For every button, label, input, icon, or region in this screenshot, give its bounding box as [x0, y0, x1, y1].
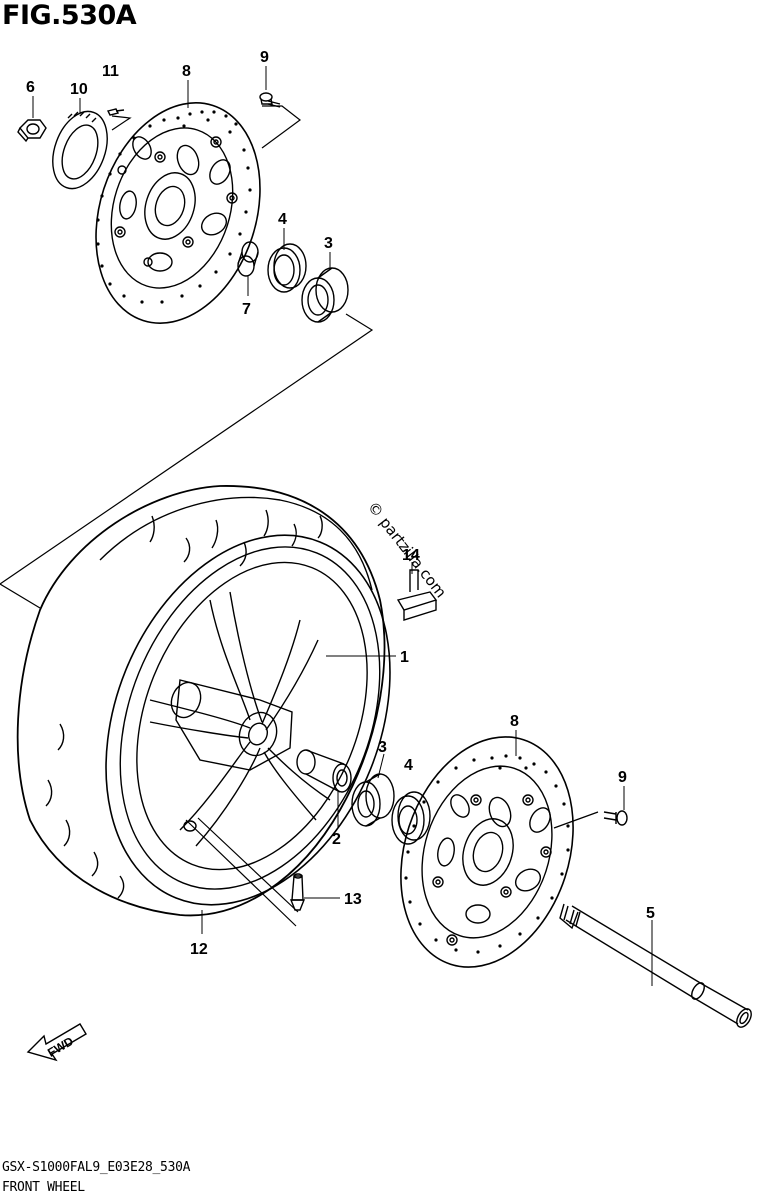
screw-11 — [106, 108, 125, 116]
figure-title: FIG.530A — [2, 0, 137, 31]
spacer-2 — [296, 749, 352, 793]
callout-3-lower: 3 — [378, 739, 387, 756]
callout-numbers: 6 10 11 8 9 4 3 7 14 1 3 4 8 9 2 13 5 12 — [26, 49, 655, 958]
fwd-arrow-icon — [26, 1023, 87, 1062]
brake-disc-upper — [95, 102, 261, 324]
valve-13 — [289, 873, 306, 911]
callout-leader-lines — [32, 66, 653, 986]
callout-6: 6 — [26, 79, 35, 96]
rim-1 — [105, 534, 391, 906]
callout-13: 13 — [344, 891, 362, 908]
sensor-ring-10 — [52, 110, 108, 190]
fwd-label: FWD — [45, 1034, 76, 1060]
callout-4-lower: 4 — [404, 757, 413, 774]
callout-8-lower: 8 — [510, 713, 519, 730]
callout-7: 7 — [242, 301, 251, 318]
callout-1: 1 — [400, 649, 409, 666]
callout-11: 11 — [102, 63, 119, 80]
bearing-3-lower — [351, 773, 395, 827]
tire-12 — [16, 485, 386, 917]
callout-12: 12 — [190, 941, 208, 958]
bearing-3-upper — [301, 267, 349, 323]
callout-5: 5 — [646, 905, 655, 922]
brake-disc-lower — [400, 736, 574, 968]
spacer-7 — [237, 241, 259, 277]
callout-10: 10 — [70, 81, 88, 98]
bolt-9-lower — [603, 810, 628, 826]
callout-4-upper: 4 — [278, 211, 287, 228]
nut-6 — [17, 119, 47, 143]
figure-name: FRONT WHEEL — [2, 1180, 85, 1195]
balancer-14 — [396, 569, 438, 621]
oil-seal-4-upper — [267, 243, 307, 293]
bolt-9-upper — [259, 92, 281, 108]
figure-code: GSX-S1000FAL9_E03E28_530A — [2, 1160, 191, 1175]
oil-seal-4-lower — [391, 791, 431, 845]
callout-9-upper: 9 — [260, 49, 269, 66]
callout-8-upper: 8 — [182, 63, 191, 80]
disc-drill-holes-upper — [96, 110, 252, 304]
assembly-bracket-lines — [0, 105, 599, 927]
callout-9-lower: 9 — [618, 769, 627, 786]
disc-drill-holes-lower — [404, 754, 570, 954]
axle-5 — [559, 903, 752, 1028]
callout-14: 14 — [402, 547, 420, 564]
callout-2: 2 — [332, 831, 341, 848]
callout-3-upper: 3 — [324, 235, 333, 252]
